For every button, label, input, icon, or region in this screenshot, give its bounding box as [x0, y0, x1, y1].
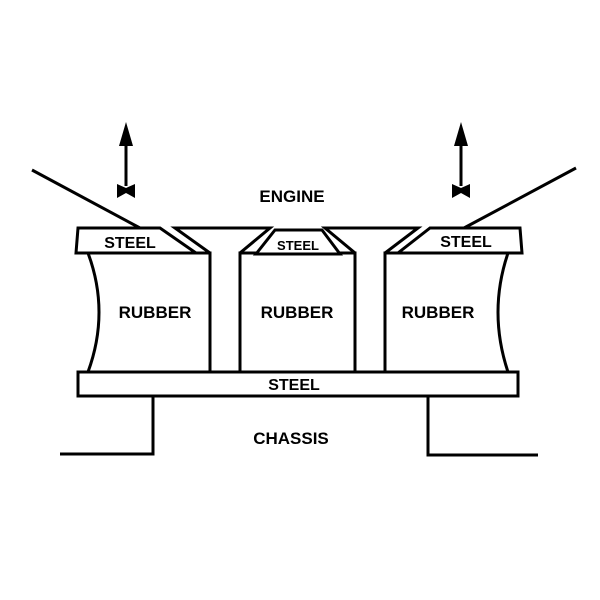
- chassis-line-right: [426, 396, 538, 457]
- engine-bracket-line-left: [31, 168, 141, 230]
- chassis-label: CHASSIS: [253, 429, 329, 448]
- engine-label: ENGINE: [259, 187, 324, 206]
- steel-label-base: STEEL: [268, 377, 320, 394]
- steel-plate-right: [393, 226, 524, 255]
- rubber-label-center: RUBBER: [261, 303, 334, 322]
- steel-label-center: STEEL: [277, 238, 319, 253]
- rubber-label-left: RUBBER: [119, 303, 192, 322]
- steel-label-left: STEEL: [104, 235, 156, 252]
- steel-base-plate: [76, 370, 520, 398]
- steel-plate-center: [252, 228, 343, 256]
- engine-bracket-line-right: [463, 166, 577, 230]
- steel-label-right: STEEL: [440, 234, 492, 251]
- chassis-line-left: [60, 396, 155, 456]
- steel-plate-left: [74, 226, 201, 255]
- arrow-up-icon: [117, 122, 135, 198]
- rubber-label-right: RUBBER: [402, 303, 475, 322]
- arrow-up-icon: [452, 122, 470, 198]
